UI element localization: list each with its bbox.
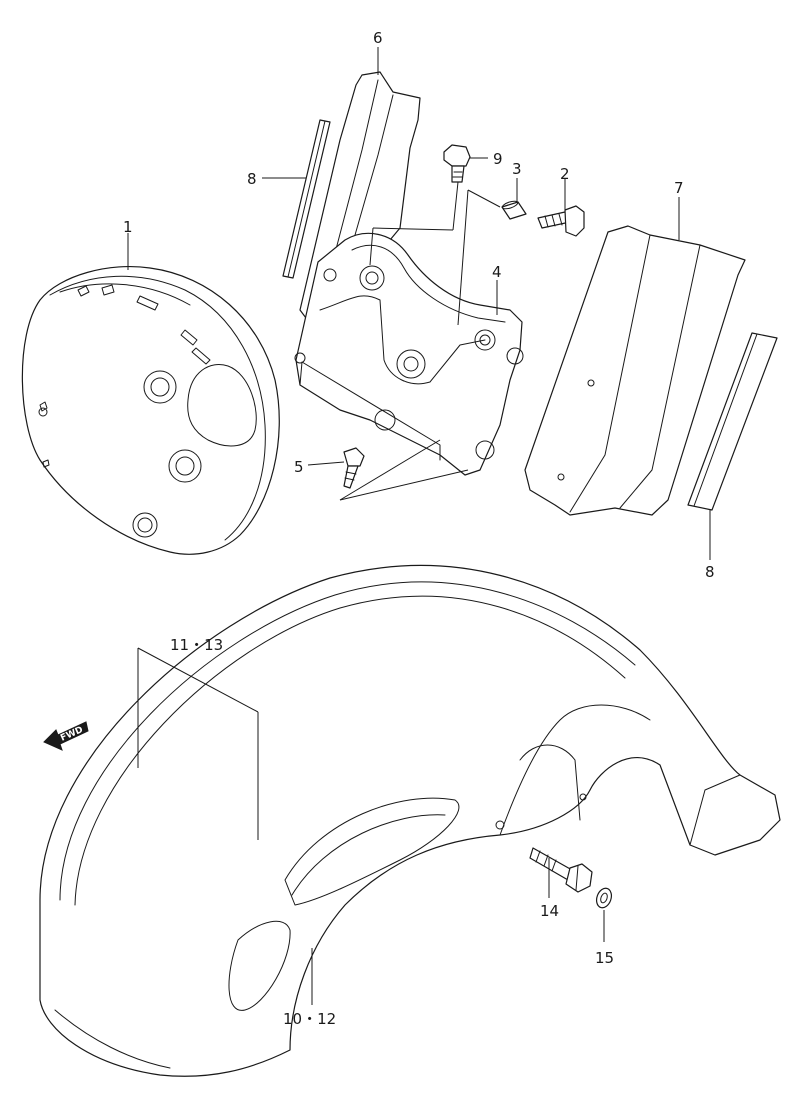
callout-1: 1 [123, 218, 133, 236]
part-10-12-rear-fender [39, 564, 781, 1077]
callout-5: 5 [294, 458, 304, 476]
part-4-bracket [294, 232, 524, 476]
callout-14: 14 [540, 902, 559, 920]
fwd-arrow-icon: FWD [43, 721, 89, 751]
callout-9: 9 [493, 150, 503, 168]
callout-labels: 1 6 8 9 3 2 7 4 5 8 11・13 14 15 10・12 [123, 29, 715, 1028]
part-7-cover-plate [524, 225, 746, 516]
part-2-bolt [537, 205, 585, 237]
part-8-strip-left [282, 119, 331, 279]
callout-3: 3 [512, 160, 522, 178]
callout-8-left: 8 [247, 170, 257, 188]
part-15-washer [595, 887, 613, 909]
part-1-headlight-housing [21, 265, 280, 555]
callout-10-12: 10・12 [283, 1010, 336, 1028]
callout-7: 7 [674, 179, 684, 197]
callout-8-right: 8 [705, 563, 715, 581]
callout-15: 15 [595, 949, 614, 967]
leader-lines [127, 47, 711, 1005]
callout-11-13: 11・13 [170, 636, 223, 654]
fwd-label: FWD [59, 725, 85, 744]
part-3-collar [501, 200, 527, 220]
callout-2: 2 [560, 165, 570, 183]
part-8-strip-right [687, 332, 778, 511]
part-14-bolt [529, 847, 593, 893]
callout-6: 6 [373, 29, 383, 47]
callout-4: 4 [492, 263, 502, 281]
part-5-screw [343, 447, 365, 489]
part-9-bolt [443, 144, 471, 183]
